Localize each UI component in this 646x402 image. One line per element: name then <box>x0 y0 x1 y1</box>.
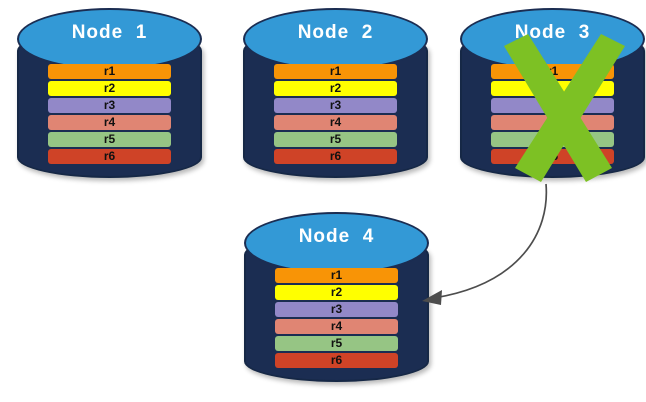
node-3-cylinder[interactable]: Node 3 r1 r2 r3 r4 r5 r6 <box>460 8 645 193</box>
row-r5: r5 <box>48 132 171 147</box>
row-r1: r1 <box>491 64 614 79</box>
node-1-label: Node 1 <box>71 22 148 43</box>
node-2-label: Node 2 <box>297 22 374 43</box>
row-r4: r4 <box>274 115 397 130</box>
row-r4: r4 <box>275 319 398 334</box>
node-3-rows: r1 r2 r3 r4 r5 r6 <box>491 64 614 164</box>
row-r6: r6 <box>491 149 614 164</box>
node-2-cylinder[interactable]: Node 2 r1 r2 r3 r4 r5 r6 <box>243 8 428 193</box>
row-r2: r2 <box>275 285 398 300</box>
row-r4: r4 <box>491 115 614 130</box>
row-r3: r3 <box>491 98 614 113</box>
row-r6: r6 <box>48 149 171 164</box>
row-r1: r1 <box>48 64 171 79</box>
row-r6: r6 <box>275 353 398 368</box>
node-2-top-ellipse <box>243 8 428 70</box>
row-r4: r4 <box>48 115 171 130</box>
row-r2: r2 <box>274 81 397 96</box>
node-3-label: Node 3 <box>514 22 591 43</box>
node-4-label: Node 4 <box>298 226 375 247</box>
row-r1: r1 <box>275 268 398 283</box>
row-r3: r3 <box>274 98 397 113</box>
failover-arrow <box>422 183 548 305</box>
row-r6: r6 <box>274 149 397 164</box>
row-r2: r2 <box>48 81 171 96</box>
row-r2: r2 <box>491 81 614 96</box>
row-r1: r1 <box>274 64 397 79</box>
row-r5: r5 <box>275 336 398 351</box>
node-4-rows: r1 r2 r3 r4 r5 r6 <box>275 268 398 368</box>
node-2-rows: r1 r2 r3 r4 r5 r6 <box>274 64 397 164</box>
arrow-head-icon <box>422 290 442 305</box>
row-r3: r3 <box>48 98 171 113</box>
arrow-line <box>433 183 548 299</box>
row-r5: r5 <box>274 132 397 147</box>
node-1-top-ellipse <box>17 8 202 70</box>
node-4-top-ellipse <box>244 212 429 274</box>
node-1-rows: r1 r2 r3 r4 r5 r6 <box>48 64 171 164</box>
row-r3: r3 <box>275 302 398 317</box>
node-4-cylinder[interactable]: Node 4 r1 r2 r3 r4 r5 r6 <box>244 212 429 397</box>
row-r5: r5 <box>491 132 614 147</box>
node-1-cylinder[interactable]: Node 1 r1 r2 r3 r4 r5 r6 <box>17 8 202 193</box>
